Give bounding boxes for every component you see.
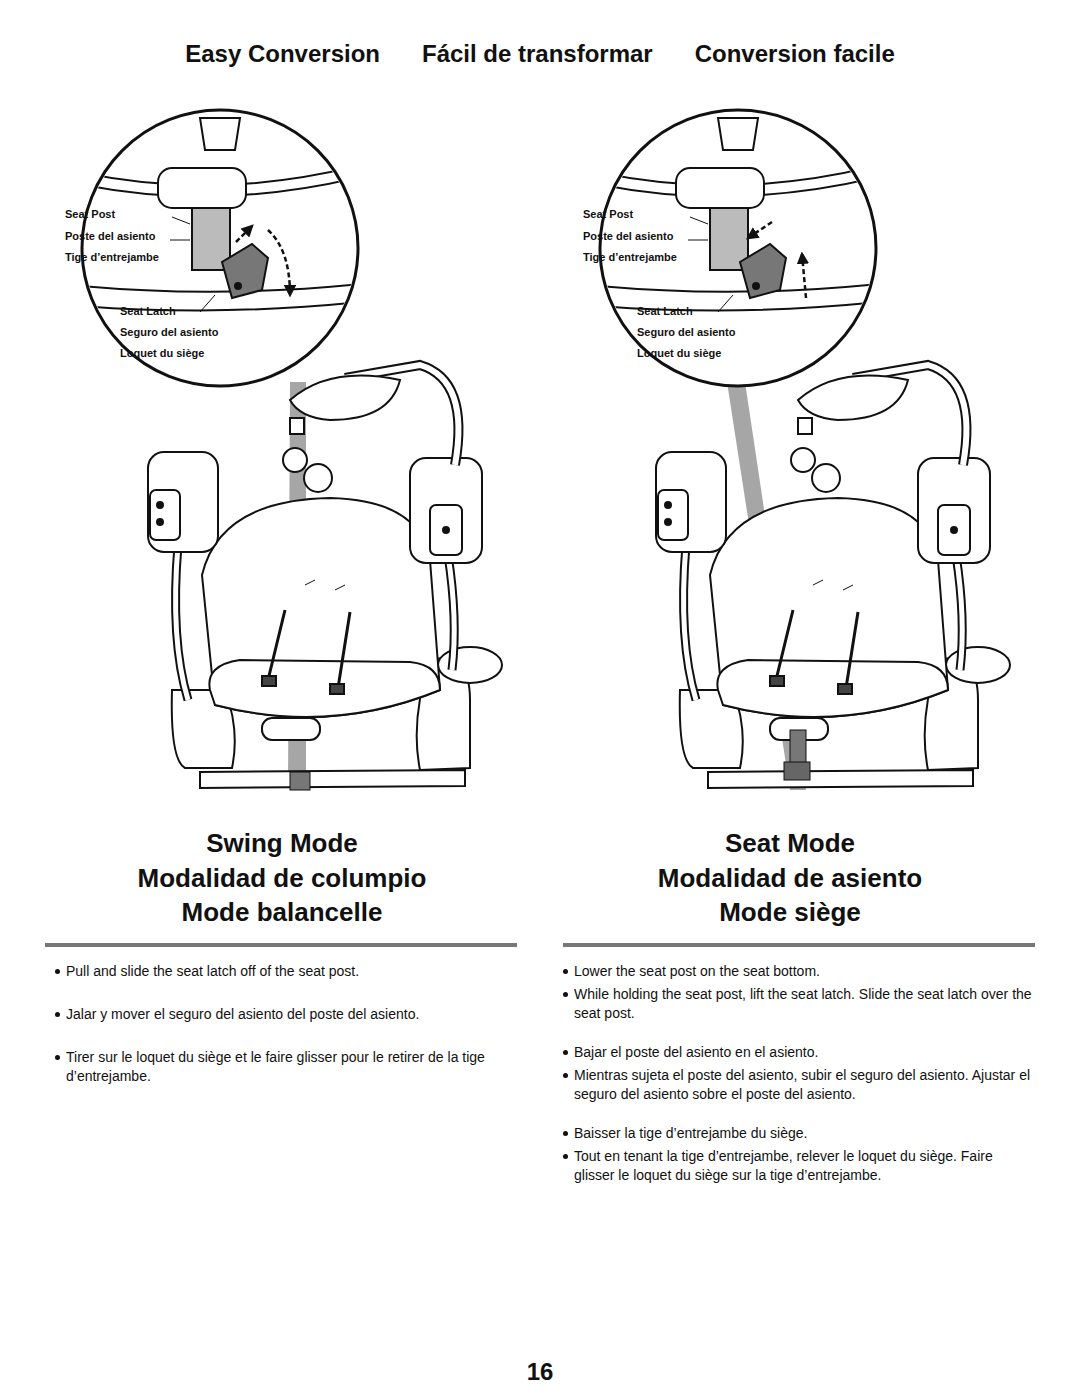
text-column: Lower the seat post on the seat bottom. W… xyxy=(563,962,1035,1185)
page-number: 16 xyxy=(527,1358,554,1386)
title-row: Easy Conversion Fácil de transformar Conve… xyxy=(0,40,1080,68)
instruction-bullet: While holding the seat post, lift the se… xyxy=(563,985,1035,1023)
part-label: Tige d’entrejambe xyxy=(65,251,159,263)
instruction-bullet: Mientras sujeta el poste del asiento, su… xyxy=(563,1066,1035,1104)
part-label: Poste del asiento xyxy=(583,230,673,242)
rule xyxy=(563,943,1035,947)
part-label: Loquet du siège xyxy=(637,347,721,359)
title: Easy Conversion xyxy=(185,40,380,68)
instruction-bullet: Tirer sur le loquet du siège et le faire… xyxy=(55,1048,517,1086)
swing-figure xyxy=(656,365,1010,788)
seat-latch xyxy=(290,772,310,790)
part-label: Seat Post xyxy=(583,208,633,220)
part-label: Seguro del asiento xyxy=(120,326,218,338)
rule xyxy=(45,943,517,947)
seat-latch xyxy=(784,762,810,780)
instruction-bullet: Bajar el poste del asiento en el asiento… xyxy=(563,1043,1035,1062)
title: Fácil de transformar xyxy=(422,40,653,68)
mode-heading: Mode siège xyxy=(719,897,861,928)
part-label: Seat Post xyxy=(65,208,115,220)
instruction-bullet: Jalar y mover el seguro del asiento del … xyxy=(55,1005,517,1024)
detail-circle xyxy=(588,110,898,386)
swing-figure xyxy=(148,365,502,788)
part-label: Poste del asiento xyxy=(65,230,155,242)
instruction-bullet: Pull and slide the seat latch off of the… xyxy=(55,962,517,981)
mode-heading: Mode balancelle xyxy=(182,897,383,928)
mode-heading: Seat Mode xyxy=(725,828,855,859)
part-label: Tige d’entrejambe xyxy=(583,251,677,263)
mode-heading: Modalidad de asiento xyxy=(658,863,922,894)
mode-heading: Swing Mode xyxy=(206,828,358,859)
part-label: Seguro del asiento xyxy=(637,326,735,338)
mode-heading: Modalidad de columpio xyxy=(138,863,427,894)
title: Conversion facile xyxy=(695,40,895,68)
detail-circle xyxy=(70,110,380,386)
instruction-bullet: Baisser la tige d’entrejambe du siège. xyxy=(563,1124,1035,1143)
text-column: Pull and slide the seat latch off of the… xyxy=(55,962,517,1086)
part-label: Seat Latch xyxy=(120,305,176,317)
part-label: Seat Latch xyxy=(637,305,693,317)
instruction-bullet: Tout en tenant la tige d’entrejambe, rel… xyxy=(563,1147,1035,1185)
part-label: Loquet du siège xyxy=(120,347,204,359)
instruction-bullet: Lower the seat post on the seat bottom. xyxy=(563,962,1035,981)
